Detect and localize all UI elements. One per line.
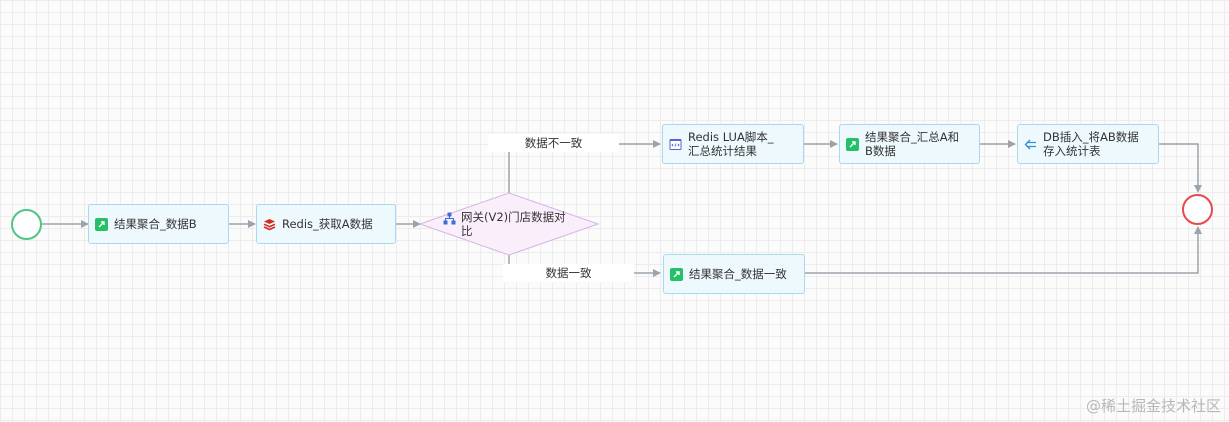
node-aggregate-a-and-b[interactable]: 结果聚合_汇总A和B数据 [839, 124, 980, 164]
aggregate-icon [846, 137, 859, 151]
node-label: 结果聚合_数据B [114, 217, 197, 231]
edge-agg-same-to-end [805, 226, 1202, 274]
gateway-icon [443, 212, 456, 225]
gateway-diamond [418, 192, 600, 256]
node-label: 结果聚合_汇总A和B数据 [865, 130, 960, 158]
db-insert-icon [1024, 139, 1036, 149]
node-redis-lua-script[interactable]: Redis LUA脚本_汇总统计结果 [662, 124, 804, 164]
edge-label-match: 数据一致 [503, 264, 634, 282]
node-redis-get-a[interactable]: Redis_获取A数据 [256, 204, 396, 244]
node-aggregate-consistent[interactable]: 结果聚合_数据一致 [663, 254, 805, 294]
start-event[interactable] [11, 209, 42, 240]
aggregate-icon [670, 267, 683, 281]
node-aggregate-data-b[interactable]: 结果聚合_数据B [88, 204, 229, 244]
node-label: Redis_获取A数据 [282, 217, 373, 231]
node-label: DB插入_将AB数据存入统计表 [1043, 130, 1139, 158]
gateway-node[interactable]: 网关(V2)门店数据对比 [443, 210, 573, 238]
node-db-insert[interactable]: DB插入_将AB数据存入统计表 [1017, 124, 1159, 164]
script-icon [669, 138, 682, 150]
aggregate-icon [95, 217, 108, 231]
edge-db-to-end [1159, 143, 1202, 193]
end-event[interactable] [1182, 194, 1213, 225]
gateway-label: 网关(V2)门店数据对比 [461, 210, 566, 238]
node-label: Redis LUA脚本_汇总统计结果 [688, 130, 774, 158]
node-label: 结果聚合_数据一致 [689, 267, 787, 281]
redis-icon [263, 218, 276, 230]
watermark: @稀土掘金技术社区 [1085, 397, 1221, 415]
edge-label-mismatch: 数据不一致 [488, 134, 619, 152]
